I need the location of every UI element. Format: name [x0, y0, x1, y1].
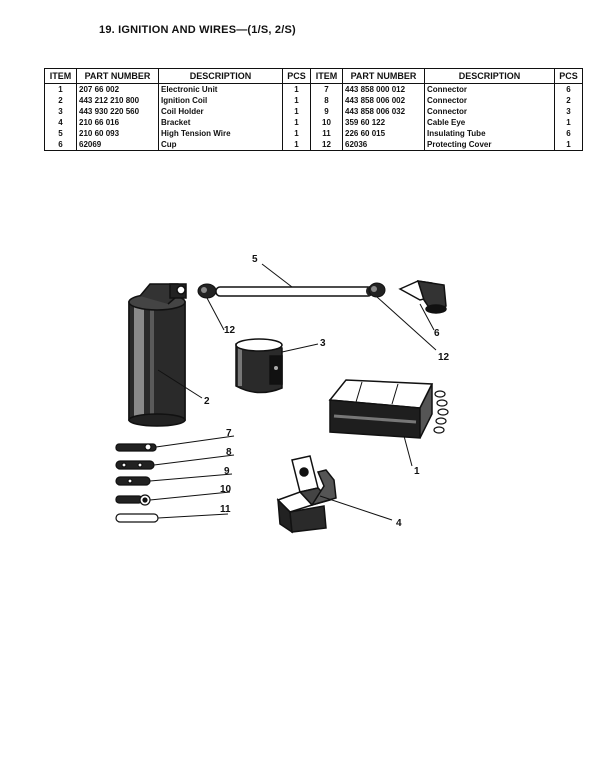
- insulating-tube-drawing: [115, 513, 159, 523]
- cell-pcs: 1: [554, 139, 583, 151]
- cable-eye-drawing: [115, 494, 151, 506]
- bracket-drawing: [276, 455, 337, 534]
- high-tension-wire-drawing: [215, 286, 374, 297]
- table-row: 4 210 66 016 Bracket 1 10 359 60 122 Cab…: [44, 117, 583, 128]
- coil-holder-drawing: [235, 338, 283, 394]
- table-header-row: ITEM PART NUMBER DESCRIPTION PCS ITEM PA…: [44, 68, 583, 84]
- cell-pcs: 6: [554, 128, 583, 139]
- connector-9-drawing: [115, 476, 151, 486]
- callout-11: 11: [220, 504, 231, 515]
- table-row: 6 62069 Cup 1 12 62036 Protecting Cover …: [44, 139, 583, 151]
- protecting-cover-right: [368, 282, 386, 298]
- connector-7-drawing: [115, 443, 157, 452]
- connector-8-drawing: [115, 460, 155, 470]
- cell-pcs: 1: [554, 117, 583, 128]
- cell-pcs: 6: [554, 83, 583, 95]
- callout-12-left: 12: [224, 325, 236, 336]
- callout-6: 6: [434, 328, 440, 339]
- callout-2: 2: [204, 396, 210, 407]
- callout-labels: 5 12 6 12 3 2 1 4 7 8 9 10 11: [204, 254, 450, 529]
- callout-1: 1: [414, 466, 420, 477]
- cell-pcs: 3: [554, 106, 583, 117]
- callout-7: 7: [226, 428, 232, 439]
- small-parts-drawing: [115, 443, 159, 523]
- leader-lines: [149, 263, 437, 521]
- parts-table: ITEM PART NUMBER DESCRIPTION PCS ITEM PA…: [44, 68, 583, 151]
- header-part-number-2: PART NUMBER: [342, 68, 425, 84]
- protecting-cover-left: [197, 283, 217, 299]
- ignition-coil-drawing: [128, 283, 187, 427]
- table-row: 2 443 212 210 800 Ignition Coil 1 8 443 …: [44, 95, 583, 106]
- cup-drawing: [398, 280, 447, 314]
- header-description-2: DESCRIPTION: [424, 68, 555, 84]
- header-pcs: PCS: [282, 68, 311, 84]
- callout-4: 4: [396, 518, 402, 529]
- callout-5: 5: [252, 254, 258, 265]
- callout-3: 3: [320, 338, 326, 349]
- header-pcs-2: PCS: [554, 68, 583, 84]
- electronic-unit-drawing: [328, 379, 449, 439]
- callout-10: 10: [220, 484, 232, 495]
- table-row: 1 207 66 002 Electronic Unit 1 7 443 858…: [44, 83, 583, 95]
- header-item: ITEM: [44, 68, 77, 84]
- section-title: 19. IGNITION AND WIRES—(1/S, 2/S): [99, 24, 296, 36]
- header-part-number: PART NUMBER: [76, 68, 159, 84]
- callout-8: 8: [226, 447, 232, 458]
- callout-12-right: 12: [438, 352, 450, 363]
- table-row: 5 210 60 093 High Tension Wire 1 11 226 …: [44, 128, 583, 139]
- callout-9: 9: [224, 466, 230, 477]
- cell-pcs: 2: [554, 95, 583, 106]
- table-row: 3 443 930 220 560 Coil Holder 1 9 443 85…: [44, 106, 583, 117]
- header-item-2: ITEM: [310, 68, 343, 84]
